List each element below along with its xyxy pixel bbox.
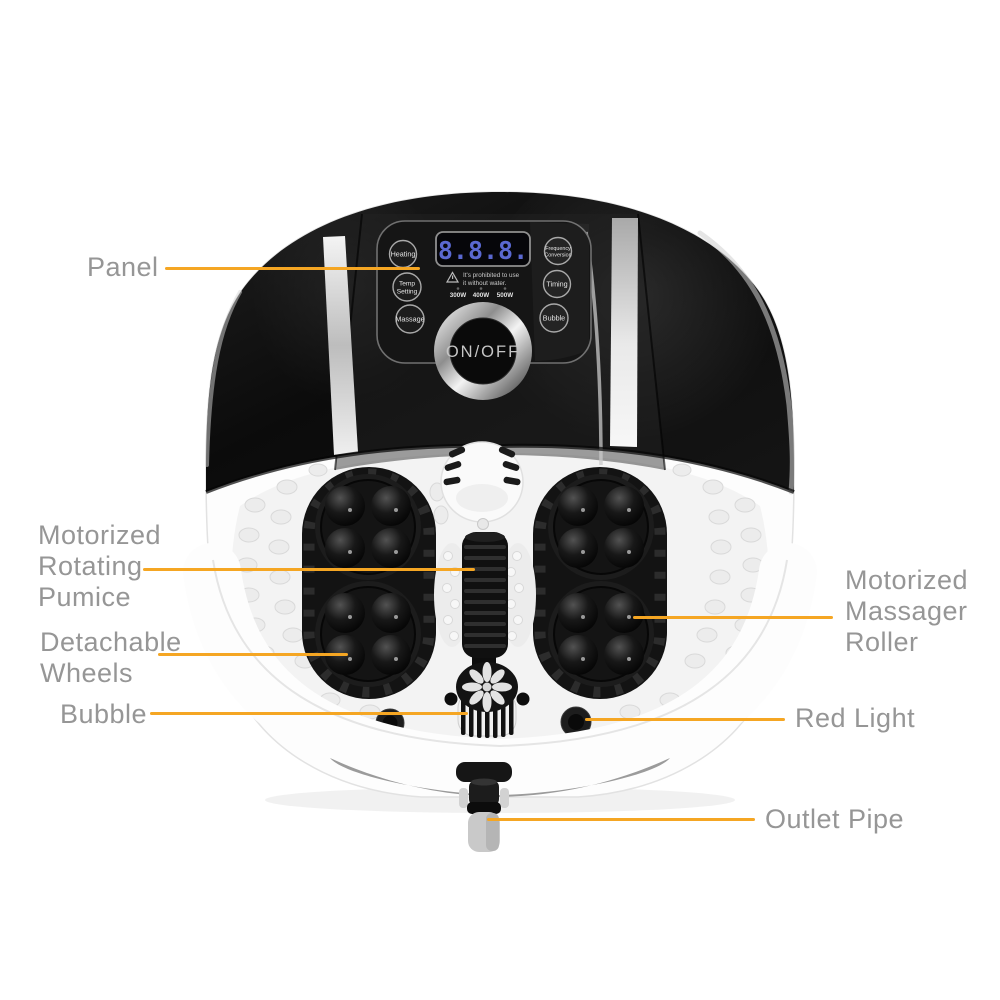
svg-text:300W: 300W bbox=[450, 292, 467, 299]
svg-text:Frequency: Frequency bbox=[545, 246, 571, 252]
outlet-pipe bbox=[456, 762, 512, 852]
leader-line-pumice bbox=[143, 568, 475, 571]
power-button-label: ON/OFF bbox=[446, 343, 520, 361]
led-display: 8.8.8. bbox=[435, 231, 531, 267]
pumice-roller bbox=[434, 532, 536, 668]
svg-text:it without water.: it without water. bbox=[463, 280, 507, 287]
control-panel: 8.8.8. It's prohibited to use it without… bbox=[376, 220, 592, 400]
red-light-right bbox=[560, 706, 592, 738]
warning-note: It's prohibited to use it without water. bbox=[445, 271, 520, 287]
roller-wheel-bottom-right bbox=[548, 581, 654, 687]
svg-text:500W: 500W bbox=[497, 292, 514, 299]
roller-wheel-top-left bbox=[315, 474, 421, 580]
wattage-row: 300W 400W 500W bbox=[450, 287, 514, 299]
frequency-conversion-button: Frequency Conversion bbox=[543, 236, 573, 266]
callout-outlet-pipe: Outlet Pipe bbox=[765, 804, 905, 834]
leader-line-outlet-pipe bbox=[487, 818, 755, 821]
warning-icon bbox=[445, 271, 460, 283]
temp-setting-button: Temp Setting bbox=[392, 272, 422, 302]
svg-text:Setting: Setting bbox=[397, 289, 418, 296]
leader-line-bubble bbox=[150, 712, 468, 715]
bubble-jet-wheel bbox=[444, 662, 530, 738]
callout-red-light: Red Light bbox=[795, 703, 916, 733]
leader-line-wheels bbox=[158, 653, 348, 656]
display-digits: 8.8.8. bbox=[438, 236, 528, 265]
chrome-stripe-left bbox=[323, 236, 358, 455]
bubble-button: Bubble bbox=[539, 303, 569, 333]
power-button: ON/OFF bbox=[434, 302, 532, 400]
leader-line-red-light bbox=[585, 718, 785, 721]
leader-line-panel bbox=[165, 267, 420, 270]
massage-button: Massage bbox=[395, 304, 425, 334]
callout-detachable-wheels: Detachable Wheels bbox=[40, 627, 182, 688]
leader-line-roller bbox=[633, 616, 833, 619]
heating-button: Heating bbox=[388, 239, 418, 269]
roller-wheel-bottom-left bbox=[315, 581, 421, 687]
svg-text:Bubble: Bubble bbox=[543, 314, 565, 323]
svg-text:Timing: Timing bbox=[546, 280, 567, 289]
massage-pod-right bbox=[533, 467, 667, 699]
chrome-stripe-right bbox=[610, 218, 638, 447]
svg-text:Temp: Temp bbox=[399, 281, 415, 288]
svg-text:It's prohibited to use: It's prohibited to use bbox=[463, 272, 520, 279]
acupressure-hump bbox=[440, 441, 524, 530]
roller-wheel-top-right bbox=[548, 474, 654, 580]
panel-buttons: Heating Temp Setting Massage Frequency C… bbox=[388, 236, 573, 334]
callout-motorized-massager-roller: Motorized Massager Roller bbox=[845, 565, 969, 657]
callout-motorized-rotating-pumice: Motorized Rotating Pumice bbox=[38, 520, 162, 612]
svg-text:Heating: Heating bbox=[391, 250, 416, 259]
callout-bubble: Bubble bbox=[60, 699, 148, 729]
svg-text:400W: 400W bbox=[473, 292, 490, 299]
svg-text:Conversion: Conversion bbox=[544, 253, 571, 259]
massage-pod-left bbox=[302, 467, 436, 699]
svg-text:Massage: Massage bbox=[395, 315, 424, 324]
wheel-petals bbox=[462, 662, 512, 712]
timing-button: Timing bbox=[542, 269, 572, 299]
callout-panel: Panel bbox=[87, 252, 159, 282]
